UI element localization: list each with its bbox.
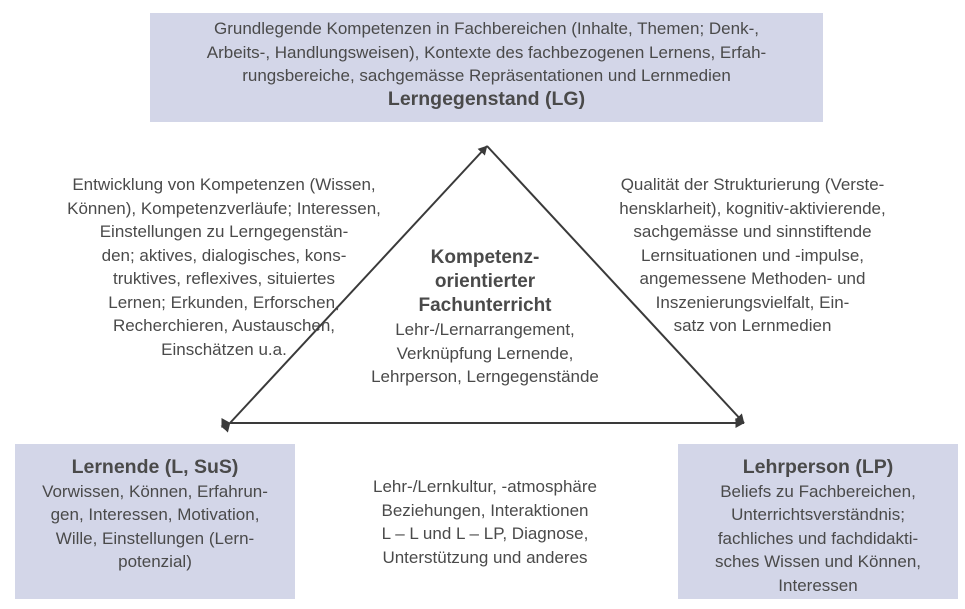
center-line: Lehrperson, Lerngegenstände (371, 367, 599, 386)
right-text-line: sachgemässe und sinnstiftende (633, 222, 872, 241)
lerngegenstand-line: Arbeits-, Handlungsweisen), Kontexte des… (206, 42, 767, 62)
center-title-line: Kompetenz- (430, 247, 540, 268)
lehrperson-line: sches Wissen und Können, (714, 552, 921, 571)
lernende-title: Lernende (L, SuS) (71, 456, 239, 478)
lehrperson-line: fachliches und fachdidakti- (717, 528, 919, 548)
lernende-line: Vorwissen, Können, Erfahrun- (42, 481, 268, 501)
right-text-line: hensklarheit), kognitiv-aktivierende, (619, 198, 886, 218)
left-text-line: Entwicklung von Kompetenzen (Wissen, (72, 175, 376, 194)
lerngegenstand-box: Grundlegende Kompetenzen in Fachbereiche… (150, 13, 823, 122)
left-text-line: Können), Kompetenzverläufe; Interessen, (67, 198, 381, 218)
right-text-line: Lernsituationen und -impulse, (640, 245, 865, 265)
left-text-line: Einstellungen zu Lerngegenstän- (99, 222, 349, 241)
lernende-line: Wille, Einstellungen (Lern- (55, 528, 255, 548)
arrow-lerngegenstand-to-lehrperson (486, 145, 745, 424)
lehrperson-box: Lehrperson (LP) Beliefs zu Fachbereichen… (678, 444, 958, 599)
arrow-lernende-to-lerngegenstand (220, 145, 488, 433)
center-line: Verknüpfung Lernende, (396, 343, 574, 363)
right-text-line: Qualität der Strukturierung (Verste- (620, 175, 885, 194)
bottom-text-line: Unterstützung und anderes (382, 547, 588, 567)
left-text-line: Einschätzen u.a. (161, 339, 287, 359)
lehrperson-line: Beliefs zu Fachbereichen, (720, 481, 916, 501)
lernende-lehrperson-text: Lehr-/Lernkultur, -atmosphäre Beziehunge… (330, 475, 640, 569)
lernende-line: gen, Interessen, Motivation, (50, 505, 260, 524)
right-text-line: Inszenierungsvielfalt, Ein- (655, 292, 850, 312)
right-text-line: angemessene Methoden- und (639, 269, 866, 288)
center-text: Kompetenz- orientierter Fachunterricht L… (320, 246, 650, 389)
lehrperson-title: Lehrperson (LP) (742, 456, 894, 478)
lerngegenstand-title: Lerngegenstand (LG) (387, 87, 586, 110)
lerngegenstand-line: Grundlegende Kompetenzen in Fachbereiche… (214, 19, 759, 38)
bottom-text-line: Lehr-/Lernkultur, -atmosphäre (373, 477, 597, 496)
lernende-box: Lernende (L, SuS) Vorwissen, Können, Erf… (15, 444, 295, 599)
lerngegenstand-line: rungsbereiche, sachgemässe Repräsentatio… (242, 66, 731, 85)
bottom-text-line: Beziehungen, Interaktionen (381, 500, 589, 520)
lernende-lerngegenstand-text: Entwicklung von Kompetenzen (Wissen, Kön… (8, 173, 440, 361)
center-title-line: Fachunterricht (418, 295, 552, 316)
right-text-line: satz von Lernmedien (673, 316, 832, 335)
center-title-line: orientierter (434, 271, 536, 292)
left-text-line: truktives, reflexives, situiertes (112, 269, 335, 288)
left-text-line: den; aktives, dialogisches, kons- (101, 245, 347, 265)
left-text-line: Lernen; Erkunden, Erforschen, (108, 292, 340, 312)
lehrperson-line: Unterrichtsverständnis; (731, 505, 905, 524)
center-line: Lehr-/Lernarrangement, (395, 320, 575, 339)
bottom-text-line: L – L und L – LP, Diagnose, (381, 524, 589, 543)
lerngegenstand-lehrperson-text: Qualität der Strukturierung (Verste- hen… (540, 173, 965, 338)
left-text-line: Recherchieren, Austauschen, (112, 316, 336, 335)
lehrperson-line: Interessen (778, 575, 858, 595)
lernende-line: potenzial) (118, 552, 192, 571)
